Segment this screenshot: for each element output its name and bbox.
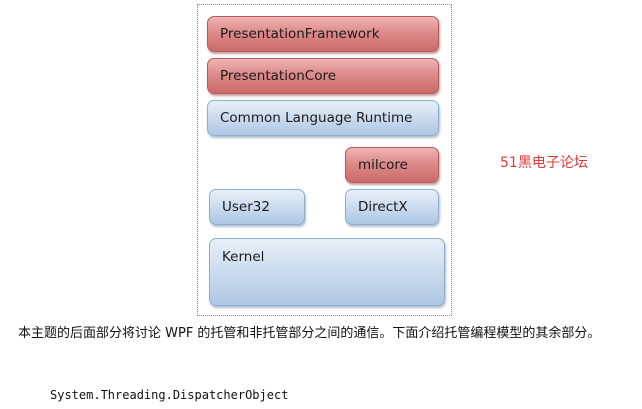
kernel-layer: Kernel xyxy=(209,238,445,306)
code-class-name: System.Threading.DispatcherObject xyxy=(50,388,289,402)
directx-layer: DirectX xyxy=(345,189,439,225)
user32-layer: User32 xyxy=(209,189,305,225)
presentation-framework-layer: PresentationFramework xyxy=(207,16,439,52)
wpf-architecture-diagram: PresentationFramework PresentationCore C… xyxy=(197,4,452,316)
site-watermark: 51黑电子论坛 xyxy=(500,155,588,171)
clr-layer: Common Language Runtime xyxy=(207,100,439,136)
presentation-core-layer: PresentationCore xyxy=(207,58,439,94)
milcore-layer: milcore xyxy=(345,147,439,183)
article-paragraph: 本主题的后面部分将讨论 WPF 的托管和非托管部分之间的通信。下面介绍托管编程模… xyxy=(18,326,601,341)
